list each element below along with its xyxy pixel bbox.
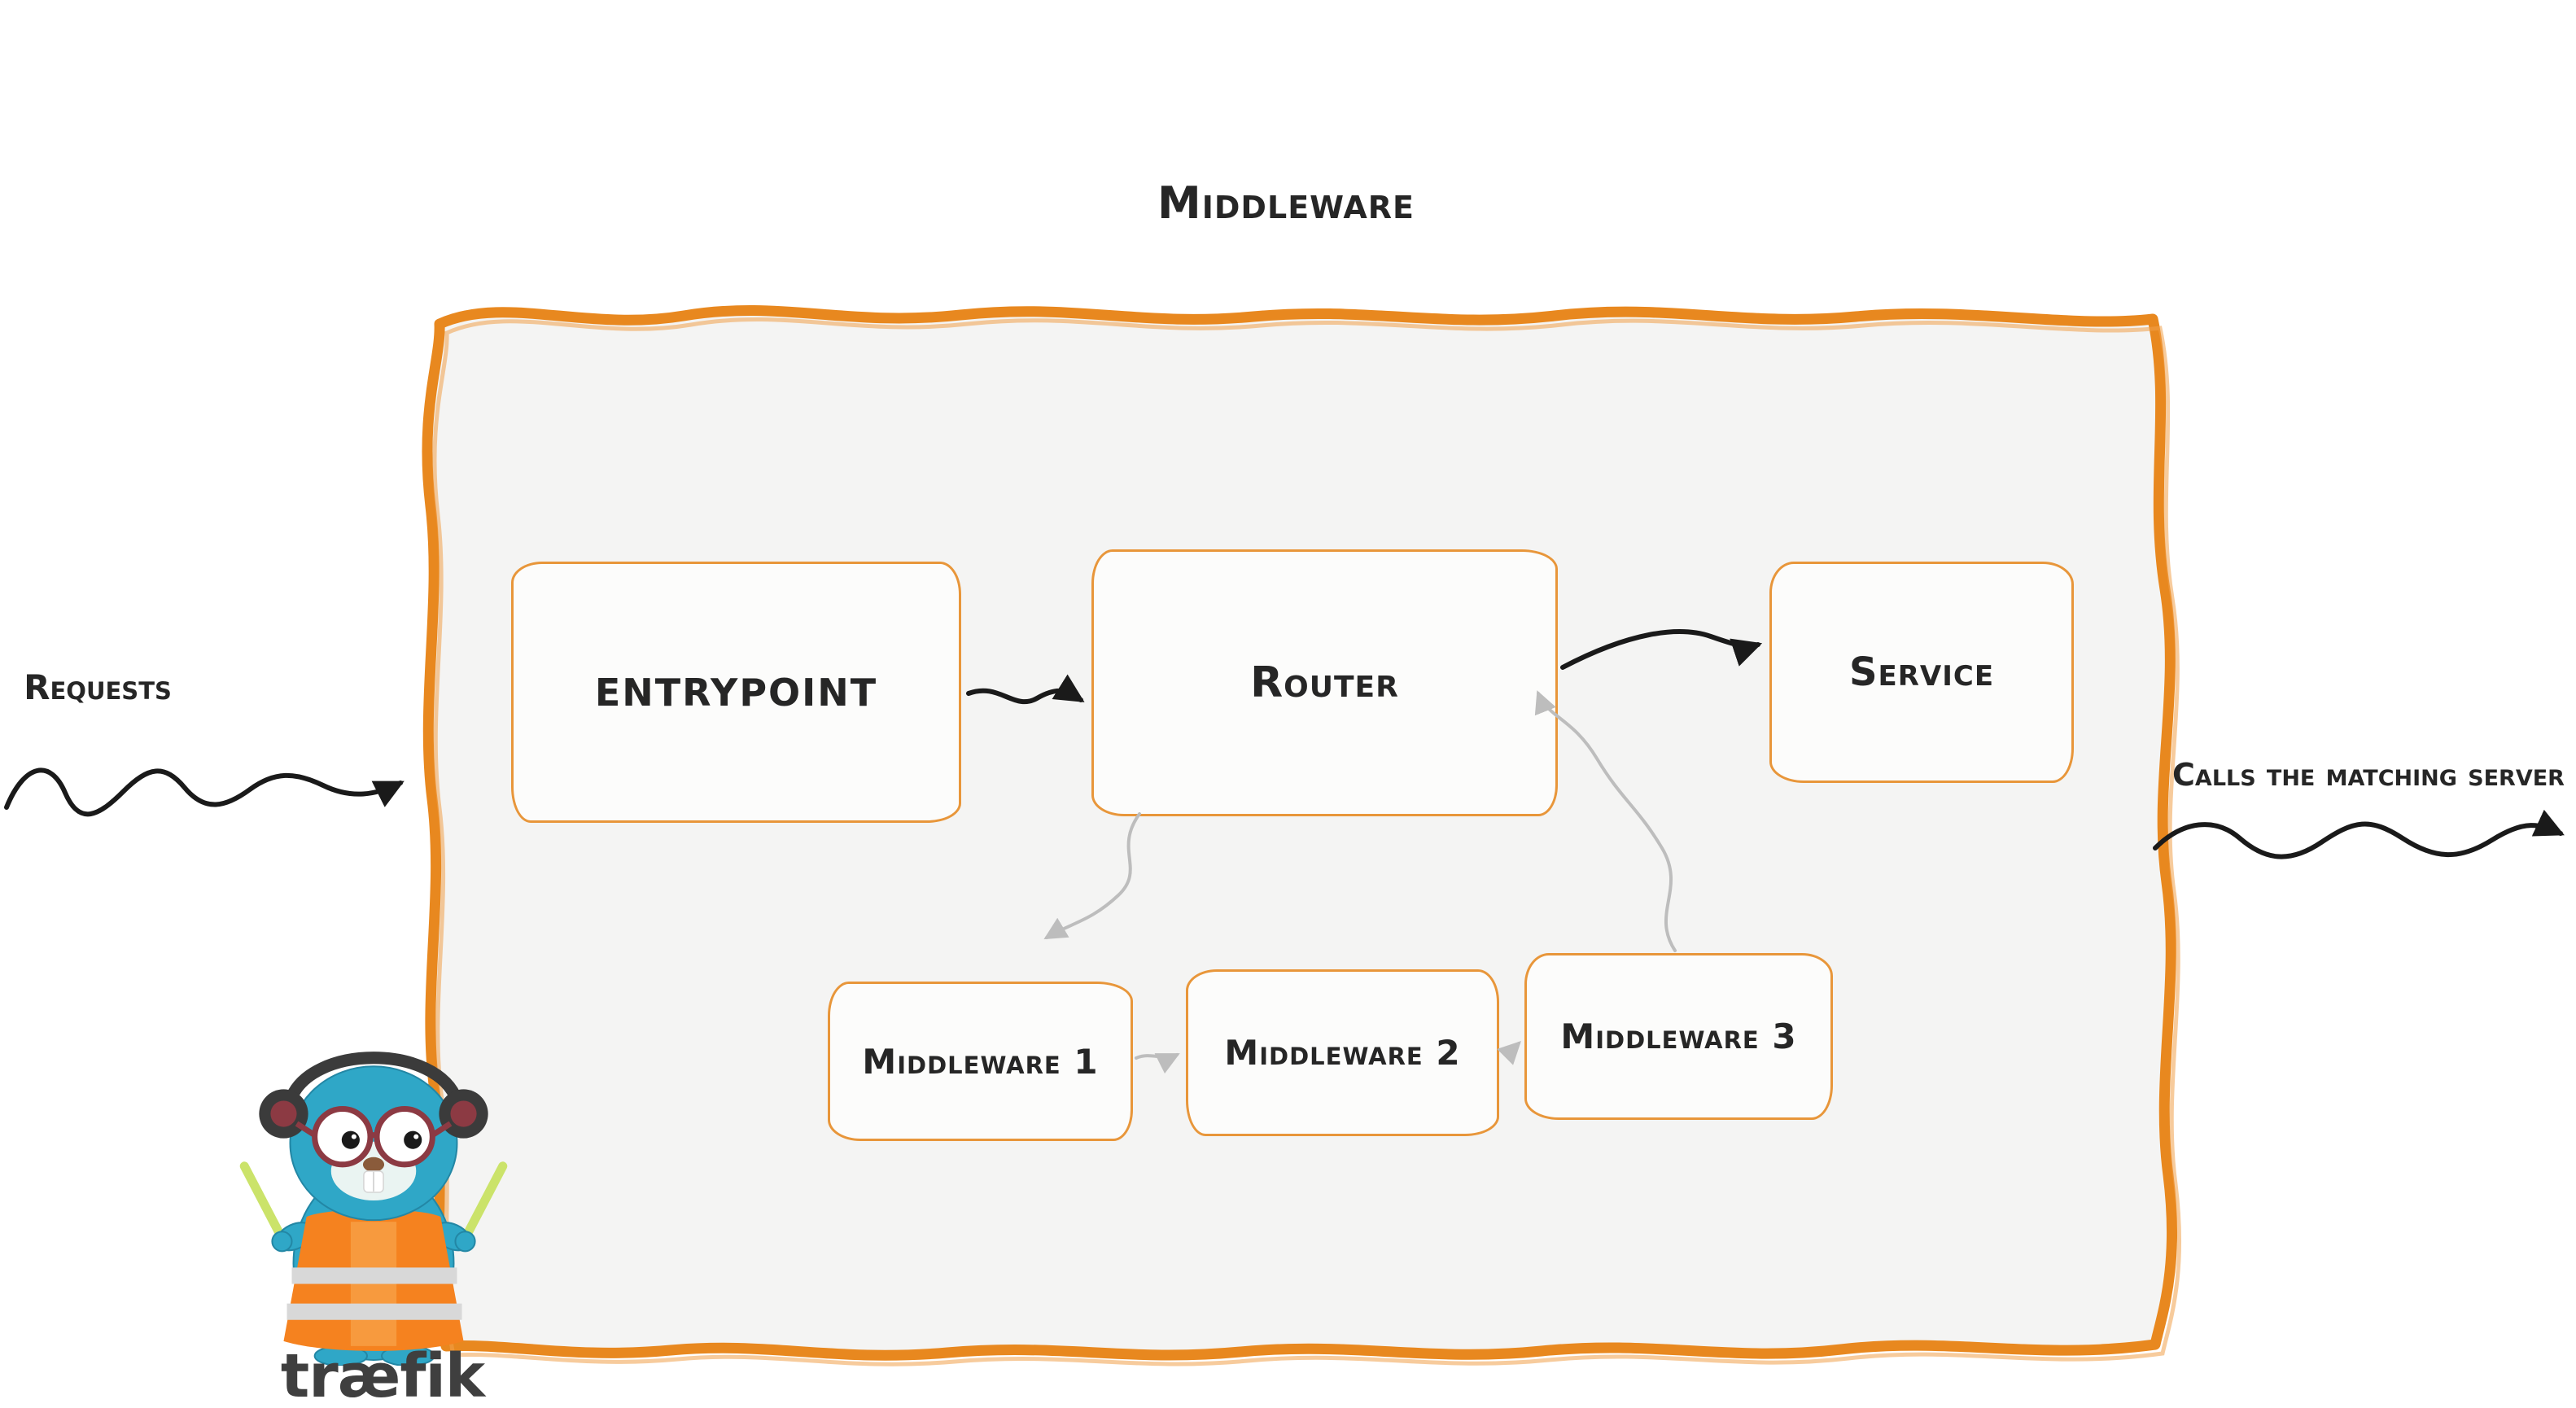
calls-outgoing-arrow — [2153, 809, 2565, 859]
middleware2-to-middleware3-arrow — [1497, 1041, 1521, 1065]
headphone-pad-right-icon — [450, 1100, 477, 1127]
middleware2-label: Middleware 2 — [1224, 1033, 1461, 1073]
diagram-title: Middleware — [1157, 177, 1415, 229]
goggle-strap-right — [431, 1121, 453, 1138]
gopher-paw-left — [271, 1231, 293, 1253]
traefik-wordmark: træfik — [280, 1341, 485, 1408]
calls-label: Calls the matching server — [2172, 757, 2565, 793]
entrypoint-label: entrypoint — [594, 670, 878, 715]
middleware2-node: Middleware 2 — [1186, 969, 1499, 1136]
entrypoint-to-router-arrow — [966, 674, 1085, 705]
right-wand-icon — [458, 1161, 508, 1246]
gopher-pupil-right — [404, 1130, 422, 1149]
middleware3-to-router-arrow — [1534, 690, 1677, 952]
goggle-strap-left — [295, 1121, 317, 1138]
middleware1-to-middleware2-arrow — [1135, 1053, 1180, 1074]
requests-label: Requests — [24, 667, 172, 707]
service-label: Service — [1848, 649, 1995, 695]
vest-stripe-bottom — [286, 1303, 462, 1320]
left-wand-icon — [239, 1161, 289, 1246]
router-label: Router — [1250, 658, 1399, 707]
gopher-paw-right — [454, 1231, 476, 1253]
gopher-eye-glint-left — [351, 1134, 356, 1139]
headphones-band-icon — [283, 1052, 464, 1107]
middleware1-node: Middleware 1 — [828, 982, 1133, 1141]
middleware3-label: Middleware 3 — [1560, 1017, 1797, 1056]
container-outline-second-stroke — [432, 317, 2181, 1366]
headphone-pad-left-icon — [270, 1100, 297, 1127]
requests-arrow — [4, 767, 405, 817]
middleware1-label: Middleware 1 — [862, 1041, 1099, 1082]
middleware3-node: Middleware 3 — [1524, 953, 1833, 1120]
router-node: Router — [1091, 549, 1558, 816]
service-node: Service — [1769, 562, 2074, 783]
router-to-service-arrow — [1560, 629, 1763, 670]
router-to-middleware1-arrow — [1043, 812, 1141, 940]
gopher-eye-glint-right — [413, 1134, 419, 1139]
vest-stripe-top — [291, 1267, 457, 1284]
gopher-nose — [362, 1157, 385, 1172]
entrypoint-node: entrypoint — [511, 562, 961, 823]
gopher-pupil-left — [341, 1130, 360, 1149]
container-fill-shape — [422, 305, 2177, 1361]
traefik-mascot — [239, 1052, 508, 1366]
